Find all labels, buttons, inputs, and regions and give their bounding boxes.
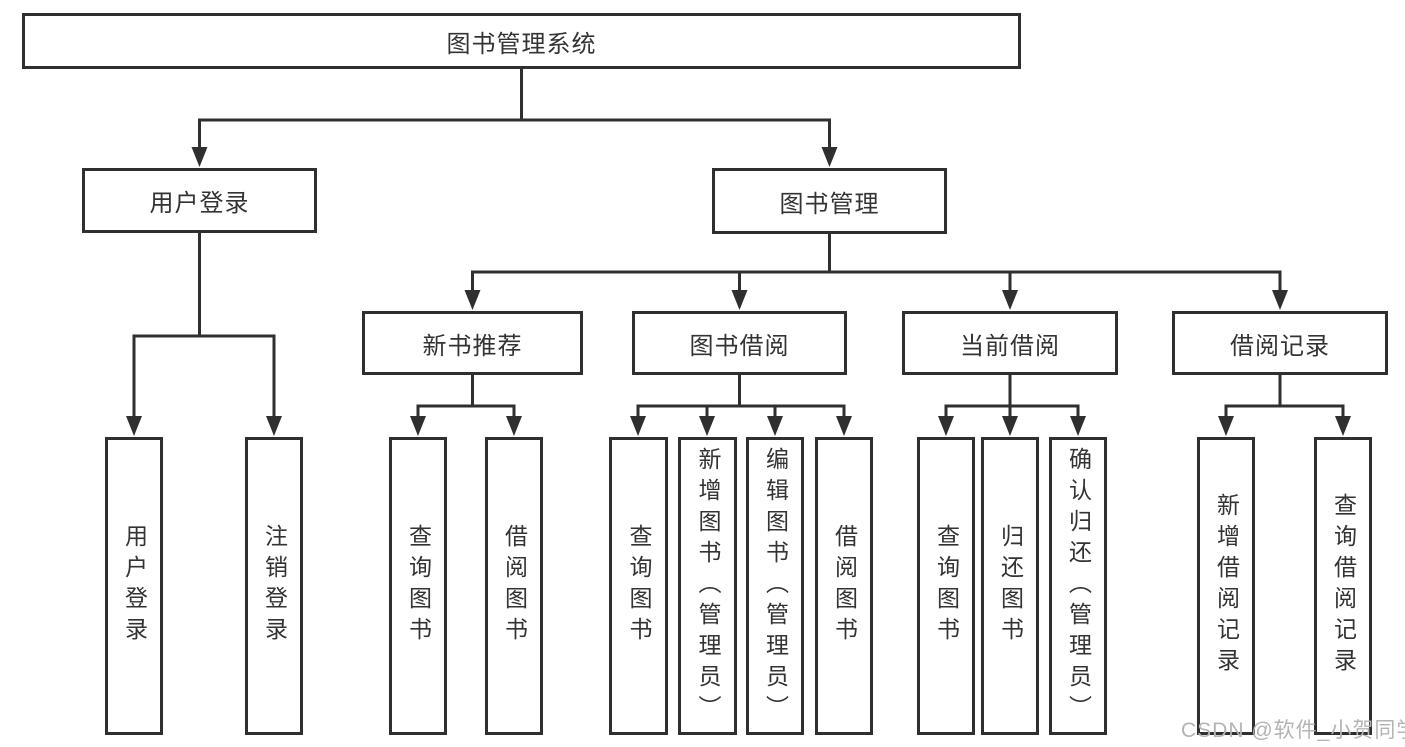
node-label: 当前借阅 [960,332,1060,360]
leaf-borrow-books: 借阅图书 [815,437,873,735]
node-label: 图书借阅 [689,332,790,360]
leaf-label: 查询图书 [626,524,652,648]
leaf-edit-books-admin: 编辑图书（管理员） [746,437,804,735]
leaf-label: 编辑图书（管理员） [762,446,789,726]
node-book-borrow: 图书借阅 [632,311,847,375]
node-user-login: 用户登录 [82,168,317,233]
node-label: 图书管理 [779,190,880,218]
csdn-watermark: CSDN @软件_小贺同学 [1181,719,1405,742]
leaf-add-borrow-record: 新增借阅记录 [1197,437,1255,735]
leaf-label: 查询借阅记录 [1330,493,1357,679]
leaf-label: 新增借阅记录 [1213,493,1240,679]
node-book-management: 图书管理 [712,168,947,234]
node-current-borrow: 当前借阅 [902,311,1118,375]
leaf-query-books: 查询图书 [917,437,975,735]
node-label: 用户登录 [149,190,250,217]
leaf-query-borrow-record: 查询借阅记录 [1314,437,1372,735]
node-root-library-system: 图书管理系统 [22,13,1021,69]
leaf-label: 归还图书 [997,524,1024,648]
leaf-label: 查询图书 [933,524,960,648]
leaf-label: 新增图书（管理员） [695,446,721,726]
leaf-confirm-return-admin: 确认归还（管理员） [1049,437,1107,735]
leaf-query-books: 查询图书 [389,437,447,735]
leaf-label: 确认归还（管理员） [1065,446,1092,726]
node-label: 新书推荐 [422,332,523,360]
leaf-add-books-admin: 新增图书（管理员） [678,437,737,735]
node-label: 借阅记录 [1230,332,1330,360]
leaf-label: 借阅图书 [831,524,858,648]
leaf-label: 借阅图书 [501,524,528,648]
leaf-logout-login: 注销登录 [245,437,303,735]
node-borrow-records: 借阅记录 [1172,311,1388,375]
leaf-user-login: 用户登录 [105,437,163,735]
leaf-label: 用户登录 [121,524,148,648]
leaf-label: 查询图书 [405,524,432,648]
node-new-book-recommend: 新书推荐 [362,311,583,375]
node-label: 图书管理系统 [446,30,597,58]
leaf-borrow-books: 借阅图书 [485,437,543,735]
leaf-query-books: 查询图书 [609,437,668,735]
leaf-return-books: 归还图书 [981,437,1039,735]
leaf-label: 注销登录 [261,524,288,648]
